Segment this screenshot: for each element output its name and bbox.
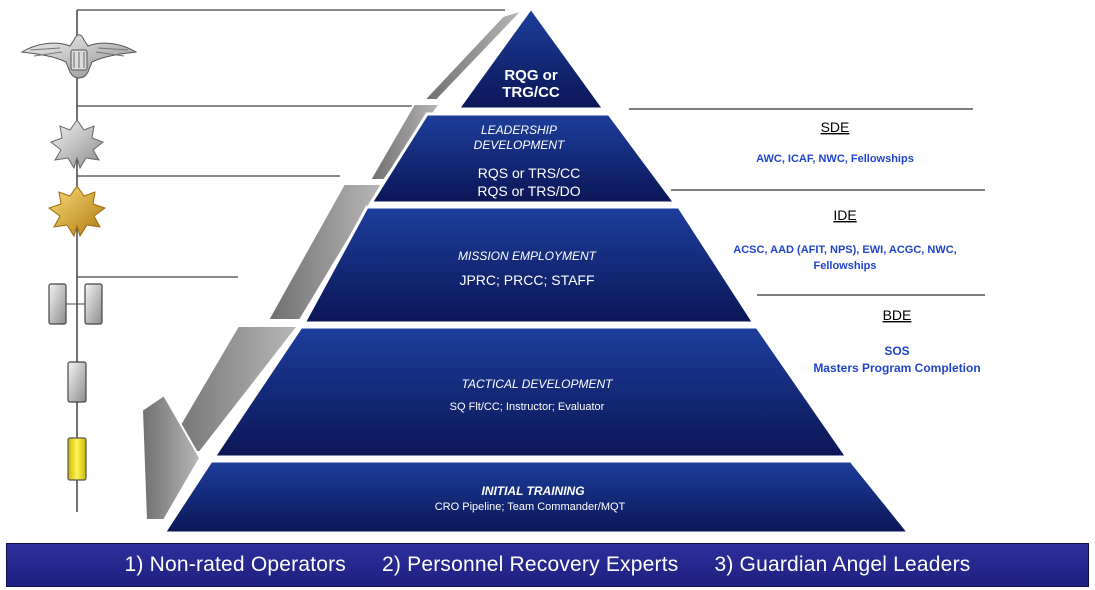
bde-text-line2: Masters Program Completion [813, 361, 980, 375]
tier-3-block [301, 205, 757, 325]
tier-2-block [368, 112, 678, 205]
single-silver-bar-icon [67, 361, 87, 403]
bottom-banner: 1) Non-rated Operators 2) Personnel Reco… [6, 543, 1089, 587]
eagle-icon [20, 34, 138, 79]
sde-text: AWC, ICAF, NWC, Fellowships [756, 153, 914, 165]
bde-text-line1: SOS [884, 344, 909, 358]
bde-title: BDE [883, 307, 912, 323]
tier-5-block [161, 459, 913, 535]
tier-2-roles-line1: RQS or TRS/CC [478, 165, 580, 181]
tier-1-block [455, 5, 607, 111]
tier-2-roles-line2: RQS or TRS/DO [477, 183, 580, 199]
ide-title: IDE [833, 207, 856, 223]
banner-item-1: 1) Non-rated Operators [124, 553, 347, 576]
tier-4-roles: SQ Flt/CC; Instructor; Evaluator [450, 401, 605, 413]
pyramid-side [140, 7, 527, 521]
rank-connector-lines [77, 9, 505, 278]
gold-oak-leaf-icon [47, 185, 107, 238]
tier-3-category: MISSION EMPLOYMENT [458, 249, 598, 263]
pyramid [161, 5, 913, 535]
tier-4-block [211, 325, 850, 459]
sde-title: SDE [821, 119, 850, 135]
tier-4-category: TACTICAL DEVELOPMENT [462, 377, 615, 391]
tier-3-roles: JPRC; PRCC; STAFF [459, 272, 594, 288]
tier-5-roles: CRO Pipeline; Team Commander/MQT [435, 501, 626, 513]
ide-text-line1: ACSC, AAD (AFIT, NPS), EWI, ACGC, NWC, [733, 244, 956, 256]
education-divider-lines [629, 108, 985, 296]
tier-2-category-line1: LEADERSHIP [481, 123, 557, 137]
banner-item-3: 3) Guardian Angel Leaders [714, 553, 971, 576]
double-silver-bar-icon [48, 283, 103, 325]
tier-2-category-line2: DEVELOPMENT [474, 138, 566, 152]
gold-bar-icon [67, 437, 87, 481]
tier-5-category: INITIAL TRAINING [481, 484, 584, 498]
banner-item-2: 2) Personnel Recovery Experts [382, 553, 679, 576]
tier-1-line2: TRG/CC [502, 84, 560, 101]
ide-text-line2: Fellowships [814, 260, 877, 272]
silver-oak-leaf-icon [49, 119, 105, 170]
tier-1-line1: RQG or [504, 67, 557, 84]
